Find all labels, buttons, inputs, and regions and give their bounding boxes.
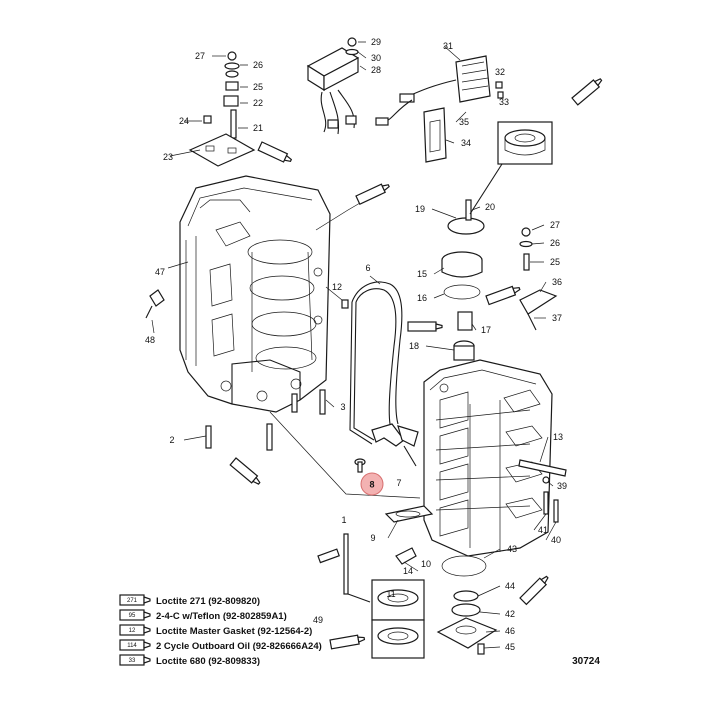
callout-29[interactable]: 29 (371, 37, 381, 47)
lower-bearing-stack (436, 555, 498, 655)
legend-item: 95 2-4-C w/Teflon (92-802859A1) (119, 609, 287, 622)
callout-18[interactable]: 18 (409, 341, 419, 351)
oil-line-6 (341, 281, 403, 445)
callout-44[interactable]: 44 (505, 581, 515, 591)
sealant-tube-nozzle (143, 626, 151, 634)
callout-25[interactable]: 25 (550, 257, 560, 267)
callout-20[interactable]: 20 (485, 202, 495, 212)
legend-text: 2-4-C w/Teflon (92-802859A1) (156, 611, 287, 622)
callout-17[interactable]: 17 (481, 325, 491, 335)
callout-14[interactable]: 14 (403, 566, 413, 576)
callout-33[interactable]: 33 (499, 97, 509, 107)
seal-carrier-9 (384, 505, 434, 523)
callout-42[interactable]: 42 (505, 609, 515, 619)
highlight-callout-8[interactable]: 8 (360, 472, 384, 496)
callout-28[interactable]: 28 (371, 65, 381, 75)
legend-tube-number: 114 (127, 643, 137, 649)
callout-36[interactable]: 36 (552, 277, 562, 287)
callout-21[interactable]: 21 (253, 123, 263, 133)
upper-bearing-stack (441, 199, 485, 361)
callout-24[interactable]: 24 (179, 116, 189, 126)
callout-26[interactable]: 26 (253, 60, 263, 70)
callout-46[interactable]: 46 (505, 626, 515, 636)
legend-item: 271 Loctite 271 (92-809820) (119, 594, 260, 607)
lower-seal-group (347, 547, 425, 659)
top-bracket-parts (188, 51, 256, 167)
linkage-36-37 (519, 227, 558, 331)
callout-32[interactable]: 32 (495, 67, 505, 77)
cylinder-block-left-half (179, 175, 331, 413)
legend-tube-number: 95 (129, 613, 136, 619)
callout-27[interactable]: 27 (550, 220, 560, 230)
crankcase-right-half (423, 359, 553, 557)
callout-10[interactable]: 10 (421, 559, 431, 569)
screw-8 (354, 458, 366, 473)
callout-48[interactable]: 48 (145, 335, 155, 345)
callout-9[interactable]: 9 (370, 533, 375, 543)
callout-30[interactable]: 30 (371, 53, 381, 63)
dowel-pin-48 (145, 289, 165, 319)
legend-item: 12 Loctite Master Gasket (92-12564-2) (119, 624, 312, 637)
callout-12[interactable]: 12 (332, 282, 342, 292)
callout-2[interactable]: 2 (169, 435, 174, 445)
callout-39[interactable]: 39 (557, 481, 567, 491)
top-seal-ring (469, 121, 553, 215)
callout-3[interactable]: 3 (340, 402, 345, 412)
callout-43[interactable]: 43 (507, 544, 517, 554)
callout-6[interactable]: 6 (365, 263, 370, 273)
stud-set-2 (205, 389, 326, 451)
legend-tube-number: 12 (129, 628, 136, 634)
sealant-tube-nozzle (143, 596, 151, 604)
callout-35[interactable]: 35 (459, 117, 469, 127)
legend-item: 114 2 Cycle Outboard Oil (92-826666A24) (119, 639, 322, 652)
callout-11[interactable]: 11 (386, 589, 395, 599)
sealant-tube-nozzle (143, 641, 151, 649)
callout-40[interactable]: 40 (551, 535, 561, 545)
callout-13[interactable]: 13 (553, 432, 563, 442)
callout-31[interactable]: 31 (443, 41, 453, 51)
callout-26[interactable]: 26 (550, 238, 560, 248)
legend-tube-number: 33 (129, 658, 136, 664)
callout-1[interactable]: 1 (341, 515, 346, 525)
callout-19[interactable]: 19 (415, 204, 425, 214)
bolt-1 (343, 533, 349, 595)
sealant-tube-nozzle (143, 656, 151, 664)
legend-text: 2 Cycle Outboard Oil (92-826666A24) (156, 641, 322, 652)
right-bolts (518, 459, 567, 523)
legend-text: Loctite 271 (92-809820) (156, 596, 260, 607)
callout-25[interactable]: 25 (253, 82, 263, 92)
callout-16[interactable]: 16 (417, 293, 427, 303)
callout-23[interactable]: 23 (163, 152, 173, 162)
legend-item: 33 Loctite 680 (92-809833) (119, 654, 260, 667)
callout-34[interactable]: 34 (461, 138, 471, 148)
callout-41[interactable]: 41 (538, 525, 548, 535)
legend-tube-number: 271 (127, 598, 138, 604)
callout-15[interactable]: 15 (417, 269, 427, 279)
sealant-tube-nozzle (143, 611, 151, 619)
bracket-7 (371, 423, 419, 467)
highlight-callout-number: 8 (369, 480, 374, 490)
legend-text: Loctite 680 (92-809833) (156, 656, 260, 667)
callout-27[interactable]: 27 (195, 51, 205, 61)
sealant-tube-icons (229, 78, 603, 650)
diagram-number: 30724 (572, 656, 600, 667)
callout-22[interactable]: 22 (253, 98, 263, 108)
callout-49[interactable]: 49 (313, 615, 323, 625)
callout-7[interactable]: 7 (396, 478, 401, 488)
legend-text: Loctite Master Gasket (92-12564-2) (156, 626, 312, 637)
ignition-module-group (306, 37, 504, 163)
callout-47[interactable]: 47 (155, 267, 165, 277)
callout-45[interactable]: 45 (505, 642, 515, 652)
callout-37[interactable]: 37 (552, 313, 562, 323)
sealant-legend: 271 Loctite 271 (92-809820) 95 2-4-C w/Tefl… (119, 594, 322, 667)
